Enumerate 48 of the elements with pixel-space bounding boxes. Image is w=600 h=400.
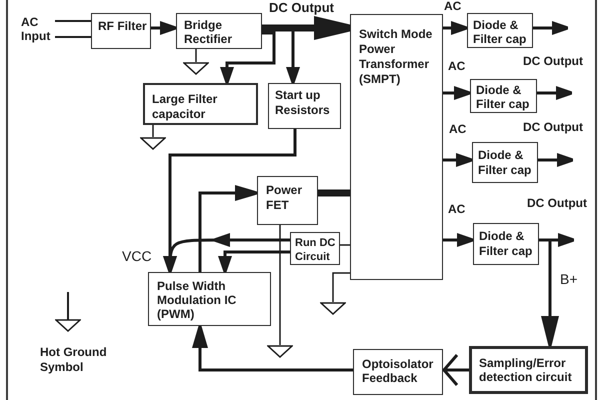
legend-label: Hot Ground Symbol xyxy=(40,345,108,375)
block-box xyxy=(148,272,271,326)
connector-line xyxy=(55,36,91,38)
ground-symbol xyxy=(320,302,346,315)
output-label: DC Output xyxy=(523,55,583,69)
block-label: Sampling/Error detection circuit xyxy=(479,356,573,384)
block-label: Optoisolator Feedback xyxy=(362,357,434,385)
block-label: Pulse Width Modulation IC (PWM) xyxy=(157,279,238,321)
block-box xyxy=(469,346,588,394)
block-box xyxy=(467,13,533,48)
edge-label: DC Output xyxy=(268,1,335,16)
block-box xyxy=(290,232,340,265)
connector-line xyxy=(340,244,350,246)
block-box xyxy=(470,79,537,113)
block-box xyxy=(268,83,341,129)
connector-line xyxy=(152,125,154,137)
block-label: Start up Resistors xyxy=(275,88,331,118)
block-label: Run DC Circuit xyxy=(295,236,336,264)
connector-line xyxy=(195,49,197,62)
block-label: Diode & Filter cap xyxy=(479,229,534,259)
block-label: Power FET xyxy=(266,183,304,213)
connector-line xyxy=(318,190,350,196)
block-label: Switch Mode Power Transformer (SMPT) xyxy=(359,27,434,87)
ground-symbol xyxy=(267,345,293,358)
block-label: Diode & Filter cap xyxy=(478,148,532,178)
block-label: Bridge Rectifier xyxy=(184,18,234,46)
connector-line xyxy=(279,225,281,345)
output-label: DC Output xyxy=(523,121,583,135)
voltage-label: VCC xyxy=(122,248,152,264)
block-box xyxy=(472,142,538,183)
block-box xyxy=(350,14,443,280)
connector-line xyxy=(332,272,350,302)
connector-line xyxy=(55,20,91,22)
block-label: RF Filter xyxy=(98,19,147,33)
ground-symbol xyxy=(183,62,209,75)
block-box xyxy=(473,223,539,265)
output-label: DC Output xyxy=(527,197,587,211)
block-label: Diode & Filter cap xyxy=(476,83,530,111)
input-label: AC Input xyxy=(21,15,55,43)
block-label: Large Filter capacitor xyxy=(152,92,218,122)
block-box xyxy=(91,13,151,49)
arrow xyxy=(442,354,469,386)
block-label: Diode & Filter cap xyxy=(473,18,528,46)
block-box xyxy=(143,83,258,125)
block-box xyxy=(353,349,443,395)
block-box xyxy=(176,13,262,49)
ground-symbol xyxy=(140,137,166,150)
block-box xyxy=(257,176,318,225)
